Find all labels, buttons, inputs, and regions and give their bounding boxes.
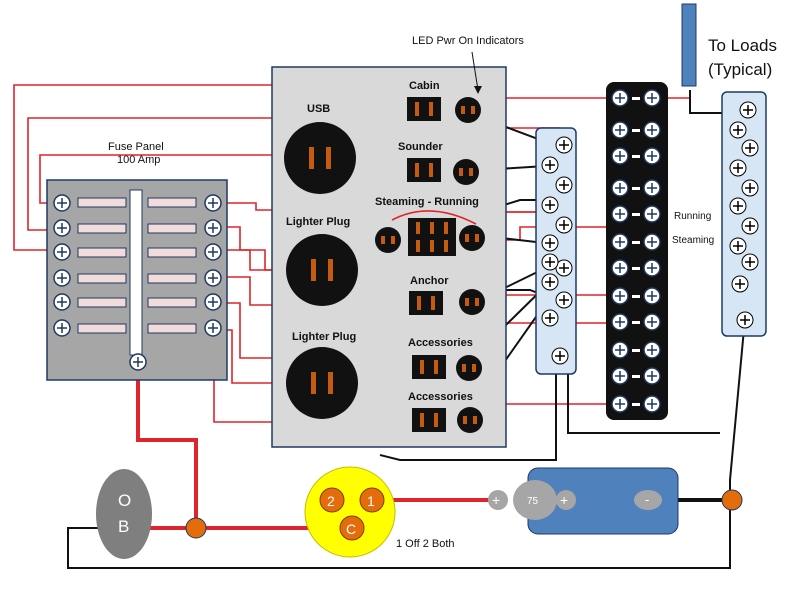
junction-terminal-left — [185, 517, 207, 539]
selector-caption: 1 Off 2 Both — [396, 538, 455, 550]
to-loads-connector — [681, 3, 697, 87]
accessories-switch-2 — [412, 408, 446, 432]
battery: + 75 + - — [488, 467, 679, 535]
switch-label-sounder: Sounder — [398, 141, 443, 153]
steaming-led — [375, 227, 401, 253]
load-bus-bar — [721, 91, 767, 337]
to-loads-label: To Loads — [708, 36, 777, 55]
selector-2-label: 2 — [327, 493, 335, 509]
disconnect-o-label: O — [118, 491, 131, 510]
lighter-plug-label-1: Lighter Plug — [286, 216, 350, 228]
steaming-running-link — [391, 210, 477, 225]
lighter-plug-socket-2 — [286, 347, 358, 419]
led-indicators-label: LED Pwr On Indicators — [412, 35, 524, 47]
running-label: Running — [674, 211, 711, 222]
running-led — [459, 225, 485, 251]
anchor-switch — [409, 291, 443, 315]
anchor-led — [459, 289, 485, 315]
battery-plus-left: + — [492, 492, 500, 508]
cabin-switch — [407, 97, 441, 121]
steaming-running-switch — [408, 218, 456, 256]
accessories-led-2 — [457, 407, 483, 433]
cabin-led — [455, 97, 481, 123]
led-indicators-arrowhead — [474, 86, 482, 94]
selector-c-label: C — [346, 521, 356, 537]
accessories-switch-1 — [412, 355, 446, 379]
battery-value: 75 — [527, 496, 539, 507]
fuse-panel — [46, 179, 228, 381]
usb-label: USB — [307, 103, 330, 115]
steaming-label: Steaming — [672, 235, 714, 246]
selector-1-label: 1 — [367, 493, 375, 509]
battery-plus: + — [560, 492, 568, 508]
switch-label-anchor: Anchor — [410, 275, 449, 287]
accessories-led-1 — [456, 355, 482, 381]
main-power-wires — [136, 362, 732, 530]
switch-label-accessories-2: Accessories — [408, 391, 473, 403]
to-loads-typical-label: (Typical) — [708, 60, 772, 79]
fuse-panel-rating: 100 Amp — [117, 154, 160, 166]
fuse-panel-label: Fuse Panel — [108, 141, 164, 153]
lighter-plug-label-2: Lighter Plug — [292, 331, 356, 343]
main-disconnect-switch: O B — [96, 469, 152, 559]
switch-label-steaming-running: Steaming - Running — [375, 196, 479, 208]
sounder-led — [453, 159, 479, 185]
battery-minus: - — [645, 492, 649, 507]
usb-socket — [284, 122, 356, 194]
disconnect-b-label: B — [118, 517, 129, 536]
fuse-slots-right — [147, 197, 197, 334]
junction-terminal-right — [721, 489, 743, 511]
negative-bus-bar — [535, 127, 577, 375]
fuse-slots-left — [77, 197, 127, 334]
switch-label-accessories-1: Accessories — [408, 337, 473, 349]
led-indicators-arrow — [471, 51, 479, 91]
lighter-plug-socket-1 — [286, 234, 358, 306]
terminal-strip — [606, 82, 668, 420]
switch-label-cabin: Cabin — [409, 80, 440, 92]
sounder-switch — [407, 158, 441, 182]
battery-selector-switch: 2 1 C — [304, 466, 396, 558]
